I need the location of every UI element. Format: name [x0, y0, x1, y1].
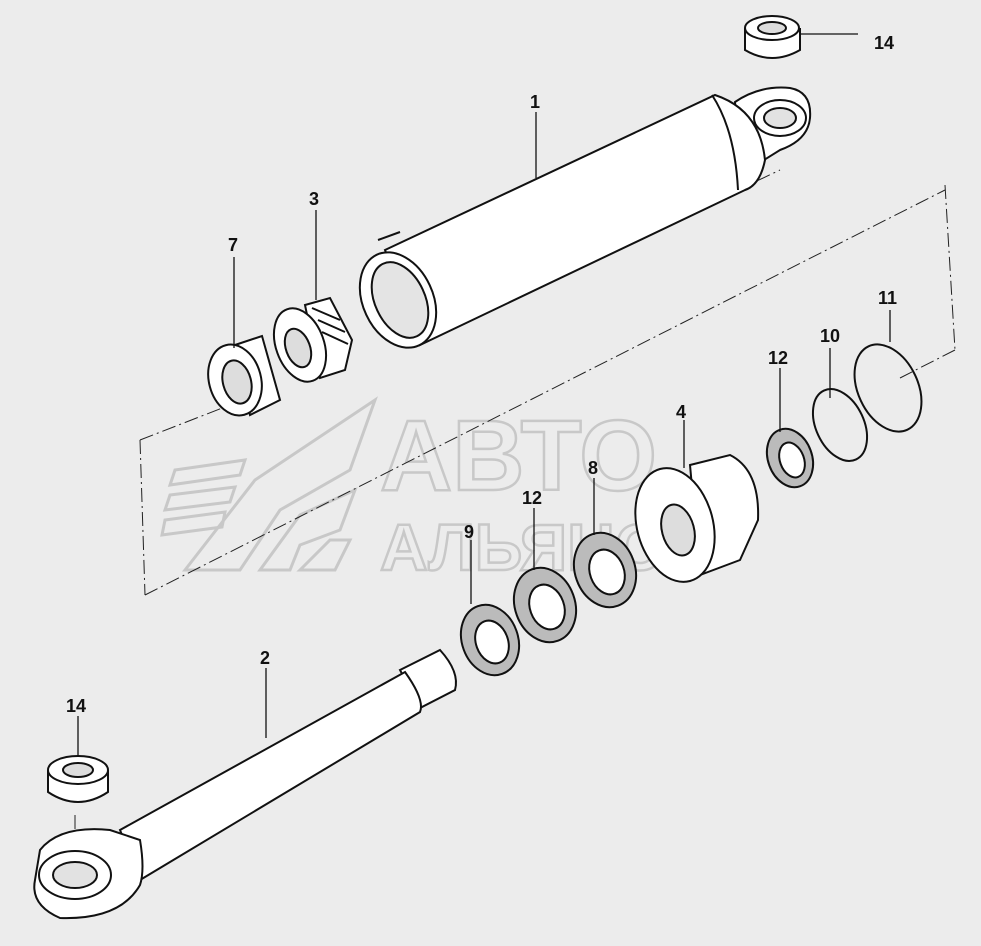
cylinder-head-4 — [634, 453, 760, 583]
callout-1: 1 — [530, 92, 540, 112]
o-ring-10 — [811, 388, 869, 462]
seal-12-upper — [765, 427, 815, 489]
callout-14-bottom: 14 — [66, 696, 86, 716]
bushing-14-bottom — [47, 755, 109, 803]
callout-10: 10 — [820, 326, 840, 346]
guide-bushing-7 — [207, 334, 282, 417]
o-ring-11 — [853, 343, 923, 433]
callout-8: 8 — [588, 458, 598, 478]
piston-rod-2 — [33, 648, 457, 920]
cylinder-barrel-1 — [358, 86, 812, 349]
callout-7: 7 — [228, 235, 238, 255]
callout-14-top: 14 — [874, 33, 894, 53]
callouts: 14 1 3 7 11 10 12 4 8 12 9 2 14 — [66, 33, 897, 716]
callout-9: 9 — [464, 522, 474, 542]
watermark-logo-icon — [160, 396, 378, 572]
callout-11: 11 — [878, 288, 897, 308]
watermark-line1: АВТО — [380, 400, 657, 512]
seal-12-lower — [512, 566, 578, 644]
callout-12-lower: 12 — [522, 488, 542, 508]
callout-4: 4 — [676, 402, 686, 422]
bushing-14-top — [744, 15, 801, 59]
callout-3: 3 — [309, 189, 319, 209]
callout-2: 2 — [260, 648, 270, 668]
seal-8 — [572, 531, 638, 609]
callout-12-upper: 12 — [768, 348, 788, 368]
seal-9 — [459, 603, 521, 677]
leader-lines — [77, 33, 891, 756]
piston-3 — [272, 296, 354, 383]
